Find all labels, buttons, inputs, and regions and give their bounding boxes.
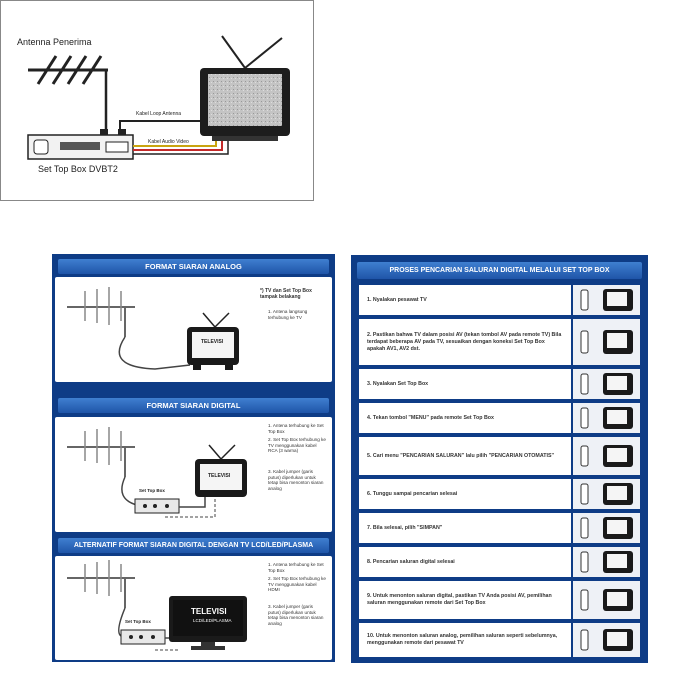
- yagi-antenna-icon: [67, 287, 135, 337]
- step-illustration: [573, 285, 640, 315]
- digital-note-1: 1. Antena terhubung ke Set Top Box: [268, 423, 324, 434]
- alternatif-section-title: ALTERNATIF FORMAT SIARAN DIGITAL DENGAN …: [58, 538, 329, 553]
- step-illustration: [573, 581, 640, 619]
- digital-stb-label: Set Top Box: [139, 488, 165, 493]
- channel-search-panel: PROSES PENCARIAN SALURAN DIGITAL MELALUI…: [351, 255, 648, 663]
- remote-and-tv-icon: [580, 483, 633, 505]
- remote-and-tv-icon: [580, 407, 633, 429]
- set-top-box-label: Set Top Box DVBT2: [38, 164, 118, 174]
- remote-and-tv-icon: [580, 589, 633, 611]
- step-text: 2. Pastikan bahwa TV dalam posisi AV (te…: [359, 319, 571, 365]
- step-text: 5. Cari menu "PENCARIAN SALURAN" lalu pi…: [359, 437, 571, 475]
- remote-and-tv-icon: [580, 517, 633, 539]
- remote-and-tv-icon: [580, 629, 633, 651]
- step-illustration: [573, 479, 640, 509]
- step-5: 5. Cari menu "PENCARIAN SALURAN" lalu pi…: [359, 437, 640, 475]
- remote-and-tv-icon: [580, 373, 633, 395]
- step-illustration: [573, 547, 640, 577]
- step-text: 3. Nyalakan Set Top Box: [359, 369, 571, 399]
- step-text: 7. Bila selesai, pilih "SIMPAN": [359, 513, 571, 543]
- remote-and-tv-icon: [580, 289, 633, 311]
- alternatif-note-1: 1. Antena terhubung ke Set Top Box: [268, 562, 324, 573]
- analog-tv-label: TELEVISI: [201, 339, 224, 345]
- remote-and-tv-icon: [580, 330, 633, 354]
- analog-note-heading: *) TV dan Set Top Box tampak belakang: [260, 288, 312, 300]
- step-illustration: [573, 403, 640, 433]
- av-cable-label: Kabel Audio Video: [148, 139, 189, 145]
- flat-tv-icon: [169, 596, 247, 650]
- alternatif-section: Set Top Box TELEVISI LCD/LED/PLASMA 1. A…: [55, 556, 332, 660]
- step-text: 9. Untuk menonton saluran digital, pasti…: [359, 581, 571, 619]
- step-text: 8. Pencarian saluran digital selesai: [359, 547, 571, 577]
- connection-diagram-drawing: [27, 35, 290, 160]
- step-4: 4. Tekan tombol "MENU" pada remote Set T…: [359, 403, 640, 433]
- remote-and-tv-icon: [580, 445, 633, 467]
- alternatif-note-2: 2. Set Top Box terhubung ke TV menggunak…: [268, 576, 326, 593]
- step-3: 3. Nyalakan Set Top Box: [359, 369, 640, 399]
- set-top-box-icon: [120, 629, 166, 645]
- step-text: 6. Tunggu sampai pencarian selesai: [359, 479, 571, 509]
- step-illustration: [573, 369, 640, 399]
- step-6: 6. Tunggu sampai pencarian selesai: [359, 479, 640, 509]
- step-7: 7. Bila selesai, pilih "SIMPAN": [359, 513, 640, 543]
- antenna-label: Antenna Penerima: [17, 37, 92, 47]
- analog-diagram: [67, 287, 239, 370]
- step-text: 1. Nyalakan pesawat TV: [359, 285, 571, 315]
- analog-section-title: FORMAT SIARAN ANALOG: [58, 259, 329, 274]
- crt-tv-icon: [195, 444, 247, 497]
- step-9: 9. Untuk menonton saluran digital, pasti…: [359, 581, 640, 619]
- step-10: 10. Untuk menonton saluran analog, pemil…: [359, 623, 640, 657]
- tv-icon: [200, 35, 290, 141]
- step-illustration: [573, 319, 640, 365]
- connection-diagram: Antenna Penerima Set Top Box DVBT2 Kabel…: [0, 0, 314, 201]
- digital-section-title: FORMAT SIARAN DIGITAL: [58, 398, 329, 413]
- alternatif-stb-label: Set Top Box: [125, 619, 151, 624]
- crt-tv-icon: [187, 312, 239, 370]
- alternatif-note-3: 3. Kabel jumper (garis putus) diperlukan…: [268, 604, 324, 626]
- yagi-antenna-icon: [67, 560, 135, 608]
- digital-note-3: 3. Kabel jumper (garis putus) diperlukan…: [268, 469, 324, 491]
- set-top-box-icon: [27, 129, 134, 160]
- digital-section: Set Top Box TELEVISI 1. Antena terhubung…: [55, 417, 332, 532]
- channel-search-title: PROSES PENCARIAN SALURAN DIGITAL MELALUI…: [357, 262, 642, 279]
- step-1: 1. Nyalakan pesawat TV: [359, 285, 640, 315]
- step-illustration: [573, 513, 640, 543]
- analog-note-1: 1. Antena langsung terhubung ke TV: [268, 309, 308, 320]
- yagi-antenna-icon: [67, 427, 135, 477]
- alternatif-tv-label: TELEVISI: [191, 607, 227, 616]
- digital-diagram: [67, 427, 247, 518]
- remote-and-tv-icon: [580, 551, 633, 573]
- antenna-icon: [28, 55, 108, 130]
- step-illustration: [573, 437, 640, 475]
- alternatif-diagram: [67, 560, 247, 651]
- analog-section: TELEVISI *) TV dan Set Top Box tampak be…: [55, 277, 332, 382]
- digital-note-2: 2. Set Top Box terhubung ke TV menggunak…: [268, 437, 326, 454]
- step-text: 10. Untuk menonton saluran analog, pemil…: [359, 623, 571, 657]
- step-2: 2. Pastikan bahwa TV dalam posisi AV (te…: [359, 319, 640, 365]
- digital-tv-label: TELEVISI: [208, 473, 231, 479]
- set-top-box-icon: [134, 498, 180, 514]
- antenna-cable-label: Kabel Loop Antenna: [136, 111, 182, 117]
- step-text: 4. Tekan tombol "MENU" pada remote Set T…: [359, 403, 571, 433]
- step-illustration: [573, 623, 640, 657]
- broadcast-format-panel: FORMAT SIARAN ANALOG TELEVISI *) TV: [52, 254, 335, 662]
- step-8: 8. Pencarian saluran digital selesai: [359, 547, 640, 577]
- alternatif-tv-sublabel: LCD/LED/PLASMA: [193, 618, 232, 623]
